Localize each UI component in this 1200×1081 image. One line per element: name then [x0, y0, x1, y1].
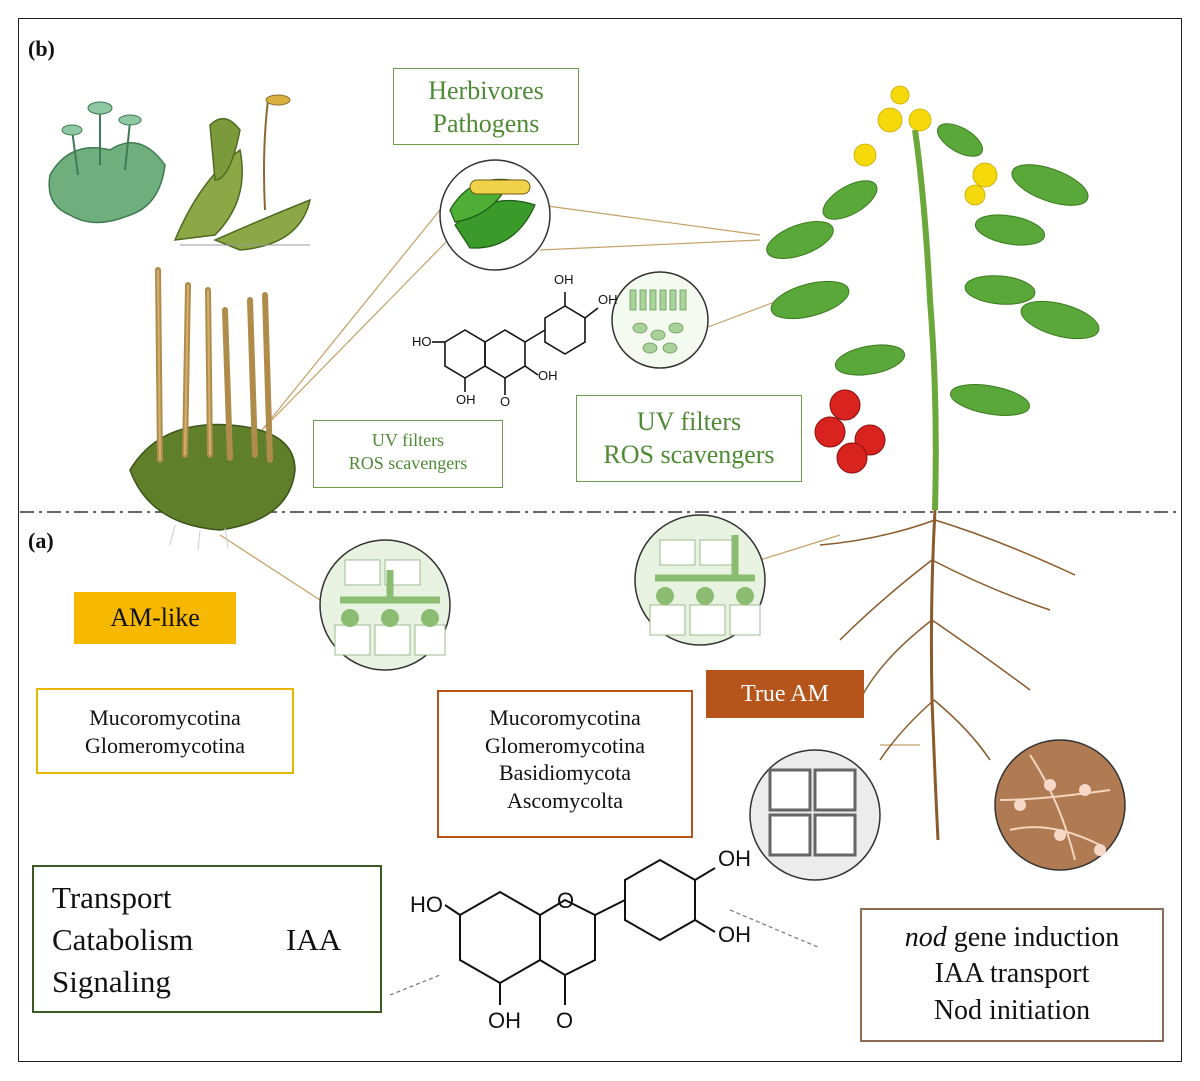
lut-ho: HO — [410, 892, 443, 917]
uv-filters-small-line1: UV filters — [371, 430, 445, 450]
fungi-center-line4: Ascomycolta — [506, 787, 624, 813]
lut-oh1: OH — [718, 846, 751, 871]
true-am-circle — [634, 514, 766, 646]
herbivores-pathogens-box: Herbivores Pathogens — [393, 68, 579, 145]
am-like-label: AM-like — [110, 603, 200, 632]
lut-oh2: OH — [718, 922, 751, 947]
flav-oh2: OH — [598, 292, 618, 307]
flav-oh1: OH — [554, 272, 574, 287]
fungi-left-line2: Glomeromycotina — [84, 732, 246, 758]
lut-oh3: OH — [488, 1008, 521, 1033]
nod-italic: nod — [904, 922, 947, 953]
uv-filters-small-line2: ROS scavengers — [348, 452, 468, 473]
fungi-center-line2: Glomeromycotina — [484, 732, 646, 758]
uv-filters-large-line2: ROS scavengers — [603, 439, 775, 469]
fungi-center-line1: Mucoromycotina — [489, 705, 641, 730]
moss-illustration — [173, 94, 312, 251]
catabolism-line: Catabolism — [52, 921, 194, 957]
tomato-plant-illustration — [766, 85, 1100, 841]
nod-line3: Nod initiation — [933, 994, 1091, 1026]
liverwort-illustration — [48, 101, 166, 224]
uv-filters-large-box: UV filters ROS scavengers — [576, 395, 802, 482]
caterpillar-leaf-circle — [439, 159, 551, 271]
lut-o-ring: O — [557, 888, 575, 913]
true-am-label: True AM — [741, 681, 829, 707]
uv-filters-small-box: UV filters ROS scavengers — [313, 420, 503, 488]
iaa-label: IAA — [286, 922, 342, 957]
figure-frame — [18, 18, 1182, 1062]
pathogens-label: Pathogens — [432, 108, 540, 138]
herbivores-label: Herbivores — [428, 76, 544, 105]
lut-o-keto: O — [556, 1008, 574, 1033]
fungi-left-line1: Mucoromycotina — [89, 705, 241, 730]
transport-line: Transport — [52, 880, 172, 915]
dashed-leaders — [389, 909, 821, 996]
am-like-circle — [319, 539, 451, 671]
hornwort-illustration — [129, 267, 296, 551]
nod-rest: gene induction — [946, 922, 1120, 953]
root-cells-circle — [749, 749, 881, 881]
nod-line2: IAA transport — [934, 958, 1090, 990]
panel-label-a: (a) — [28, 528, 54, 553]
flav-oh4: OH — [456, 392, 476, 407]
fungi-center-line3: Basidiomycota — [499, 760, 631, 785]
flav-ho: HO — [412, 334, 432, 349]
leaf-cross-section-circle — [611, 271, 709, 369]
panel-label-b: (b) — [28, 36, 55, 61]
transport-box: Transport Catabolism Signaling IAA — [32, 865, 382, 1013]
true-am-badge: True AM — [706, 670, 864, 718]
am-like-badge: AM-like — [74, 592, 236, 644]
nod-box: nod gene induction IAA transport Nod ini… — [860, 908, 1164, 1042]
fungi-left-box: Mucoromycotina Glomeromycotina — [36, 688, 294, 774]
root-nodules-circle — [994, 739, 1126, 871]
nod-line1: nod gene induction — [862, 920, 1162, 956]
fungi-center-box: Mucoromycotina Glomeromycotina Basidiomy… — [437, 690, 693, 838]
signaling-line: Signaling — [52, 963, 171, 999]
flav-o: O — [500, 394, 511, 409]
luteolin-structure — [444, 858, 716, 1005]
flavonol-structure — [432, 292, 599, 395]
uv-filters-large-line1: UV filters — [636, 407, 742, 436]
flav-oh3: OH — [538, 368, 558, 383]
